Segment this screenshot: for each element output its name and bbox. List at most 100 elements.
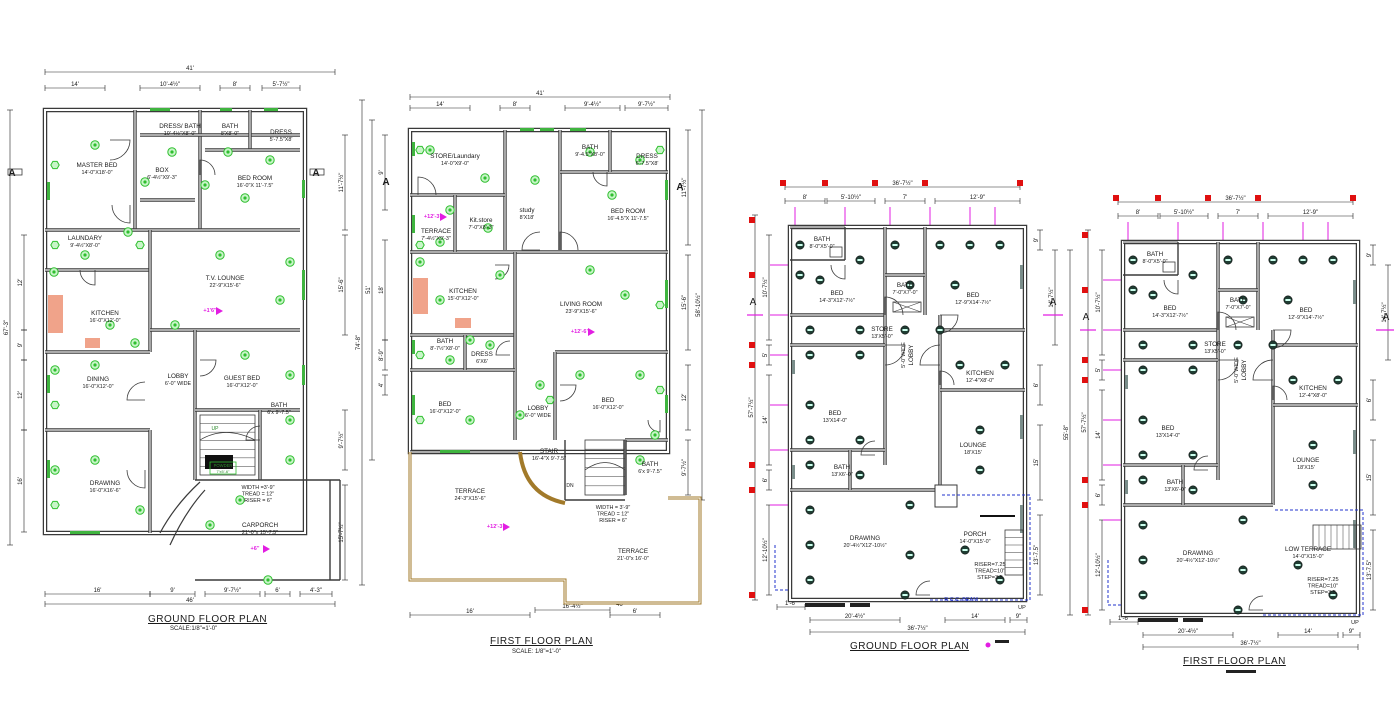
- p4-fixture-3-slot: [1190, 274, 1196, 276]
- plan2-scale: SCALE: 1/8"=1'-0": [512, 649, 561, 655]
- p1-fixture-0-dot: [93, 143, 97, 147]
- p1-room-0-name: MASTER BED: [77, 162, 118, 169]
- p4-room-1-name: BED: [1164, 305, 1177, 312]
- p4-bottom-bar-2: [1183, 618, 1203, 622]
- p3-fixture-2-slot: [817, 279, 823, 281]
- p1-fixture-9-dot: [52, 270, 56, 274]
- p2-dim-bot-overall: 46': [616, 602, 624, 608]
- plan1-scale: SCALE:1/8"=1'-0": [170, 626, 218, 632]
- p2-room-0-size: 14'-0"X9'-0": [441, 161, 469, 167]
- p2-window-4: [412, 395, 415, 415]
- p2-room-2-size: 9'-4.5"X8'-0": [575, 152, 605, 158]
- p2-level-arrow-2: [588, 328, 595, 336]
- p3-dim-bot-b-label: 14': [971, 614, 979, 620]
- p4-fixture-30-slot: [1295, 564, 1301, 566]
- plan2-title: FIRST FLOOR PLAN: [490, 636, 593, 647]
- p2-level-mark: +12'-3": [424, 214, 443, 220]
- p3-dim-bot-d-label: 1'-6": [785, 601, 797, 607]
- p3-window-1: [1020, 415, 1023, 439]
- p1-dim-top-b-label: 10'-4½": [160, 81, 180, 88]
- p3-fixture-7-slot: [997, 244, 1003, 246]
- p1-fixture-21-dot: [138, 508, 142, 512]
- p4-room-0-size: 8'-0"X5'-0": [1142, 259, 1167, 265]
- p2-fixture-4-dot: [638, 158, 642, 162]
- p1-dim-top-d-label: 5'-7½": [273, 81, 290, 88]
- p3-door-8: [915, 580, 931, 596]
- p1-room-15-name: CARPORCH: [242, 522, 278, 529]
- p3-window-3: [792, 360, 795, 374]
- p3-room-11-name: PORCH: [964, 531, 987, 538]
- p1-dim-right-d-label: 15'-7½": [338, 522, 345, 542]
- p2-dim-bot-b-label: 16'-4½": [562, 603, 582, 610]
- p3-red-top-4: [1017, 180, 1023, 186]
- p4-fixture-2-slot: [1150, 294, 1156, 296]
- p1-door-2: [111, 204, 131, 224]
- p2-fixture-22-dot: [638, 458, 642, 462]
- p4-stair-note-2: STEP=3.5: [1310, 590, 1336, 596]
- p2-room-5-name: TERRACE: [421, 228, 451, 235]
- p1-switch-1: [50, 240, 60, 250]
- p3-dim-top-a-label: 8': [803, 195, 807, 201]
- p3-fixture-0-slot: [797, 244, 803, 246]
- p1-fixture-16-dot: [93, 363, 97, 367]
- p4-dim-bot-b-label: 14': [1304, 629, 1312, 635]
- p1-fixture-18-dot: [243, 353, 247, 357]
- p1-dim-right-overall-label: 74'-8": [356, 335, 362, 350]
- p1-room-10-size: 16'-0"X12'-0": [226, 383, 257, 389]
- p3-door-6: [860, 440, 876, 456]
- p4-fixture-5-slot: [1270, 259, 1276, 261]
- p4-room-9-size: 13'X6'-0": [1164, 487, 1185, 493]
- p4-red-top-0: [1113, 195, 1119, 201]
- p1-window-6: [302, 365, 305, 385]
- p2-room-12-name: LOBBY: [528, 405, 550, 412]
- p1-room-7-size: 22'-9"X15'-6": [209, 283, 240, 289]
- p1-fixture-20-dot: [53, 468, 57, 472]
- p3-porch-step: [980, 515, 1015, 517]
- p2-switch-5: [655, 300, 665, 310]
- p3-fixture-19-slot: [807, 439, 813, 441]
- p4-door-5: [1163, 279, 1179, 295]
- p2-room-9-name: BATH: [437, 338, 454, 345]
- p2-switch-6: [655, 385, 665, 395]
- p2-room-9-size: 8'-7½"X8'-0": [430, 345, 460, 352]
- p1-room-5-name: BED ROOM: [238, 175, 272, 182]
- p1-fixture-22-dot: [93, 458, 97, 462]
- p3-room-7-size: 13'X14'-0": [823, 418, 847, 424]
- p2-door-3: [559, 231, 579, 251]
- p3-fixture-5-slot: [937, 244, 943, 246]
- p2-fixture-8-dot: [438, 240, 442, 244]
- p2-dim-bot-c-label: 6': [633, 609, 637, 615]
- p1-room-11-name: DINING: [87, 376, 109, 383]
- p4-room-2-name: BATH: [1230, 297, 1247, 304]
- p3-fixture-22-slot: [857, 474, 863, 476]
- p1-dim-bot-overall-label: 46': [186, 598, 194, 604]
- p1-fixture-23-dot: [288, 418, 292, 422]
- p3-dim-left-overall-label: 57'-7½": [748, 397, 755, 417]
- p4-dim-right-b-label: 9': [1367, 253, 1373, 257]
- p4-fixture-13-slot: [1190, 369, 1196, 371]
- p4-red-left-6: [1082, 607, 1088, 613]
- p1-room-4-size: 6'-4½"X9'-3": [147, 174, 177, 181]
- p3-fixture-17-slot: [1002, 364, 1008, 366]
- p1-dim-top-c-label: 8': [233, 82, 237, 88]
- p3-red-top-0: [780, 180, 786, 186]
- p1-dim-top-a-label: 14': [71, 82, 79, 88]
- p1-room-0-size: 14'-0"X18'-0": [81, 170, 112, 176]
- p4-dim-top-d-label: 12'-9": [1303, 210, 1318, 216]
- p2-dim-top-overall-label: 41': [536, 91, 544, 97]
- p3-red-top-3: [922, 180, 928, 186]
- p2-room-7-size: 15'-0"X12'-0": [447, 296, 478, 302]
- p1-room-13-size: 16'-0"X16'-6": [89, 488, 120, 494]
- p2-dim-right-a-label: 11'-7½": [681, 178, 688, 198]
- p2-room-6-name: Kit.store: [469, 217, 493, 224]
- p2-level-mark-2: +12'-6": [571, 329, 590, 335]
- p1-stair-note-1: TREAD = 12": [242, 492, 274, 498]
- p3-red-left-0: [749, 217, 755, 223]
- p2-switch-4: [655, 145, 665, 155]
- p4-room-4-size: 13'X5'-0": [1204, 349, 1225, 355]
- p1-window-1: [47, 182, 50, 200]
- p4-title-mark: [1226, 670, 1256, 673]
- p2-room-14-name: STAIR: [540, 448, 559, 455]
- p4-room-4-name: STORE: [1204, 341, 1226, 348]
